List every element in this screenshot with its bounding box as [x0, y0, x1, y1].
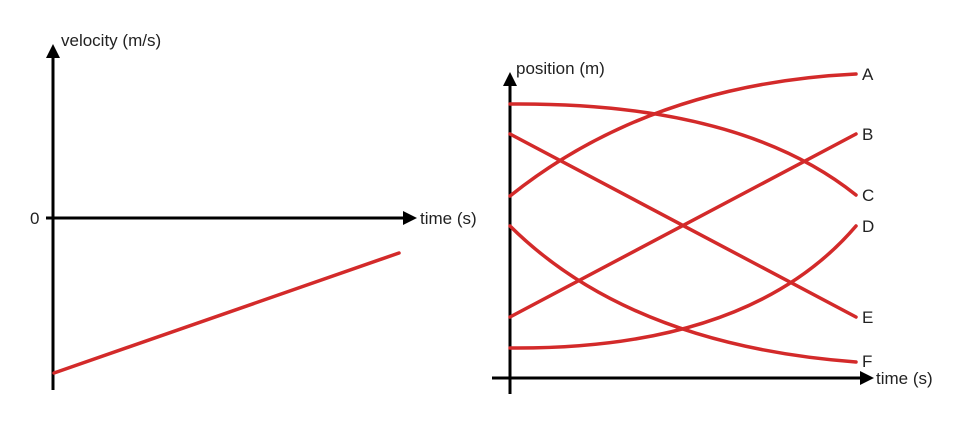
velocity-x-axis-arrow — [403, 211, 417, 225]
velocity-y-axis-label: velocity (m/s) — [61, 31, 161, 50]
curve-label-b: B — [862, 125, 873, 144]
curve-label-f: F — [862, 352, 872, 371]
position-graph: position (m) time (s) A B C D E F — [492, 59, 933, 394]
velocity-y-axis-arrow — [46, 44, 60, 58]
curve-label-a: A — [862, 65, 874, 84]
curve-f — [508, 224, 858, 364]
curve-label-e: E — [862, 308, 873, 327]
position-x-axis-arrow — [860, 371, 874, 385]
curve-c — [508, 102, 858, 197]
position-y-axis-arrow — [503, 72, 517, 86]
velocity-line — [52, 251, 401, 375]
curve-label-c: C — [862, 186, 874, 205]
curve-label-d: D — [862, 217, 874, 236]
position-x-axis-label: time (s) — [876, 369, 933, 388]
velocity-graph: velocity (m/s) time (s) 0 — [30, 31, 477, 390]
velocity-zero-label: 0 — [30, 209, 39, 228]
curve-e — [508, 132, 858, 319]
curve-d — [508, 224, 858, 350]
position-y-axis-label: position (m) — [516, 59, 605, 78]
velocity-x-axis-label: time (s) — [420, 209, 477, 228]
curve-a — [508, 72, 858, 198]
